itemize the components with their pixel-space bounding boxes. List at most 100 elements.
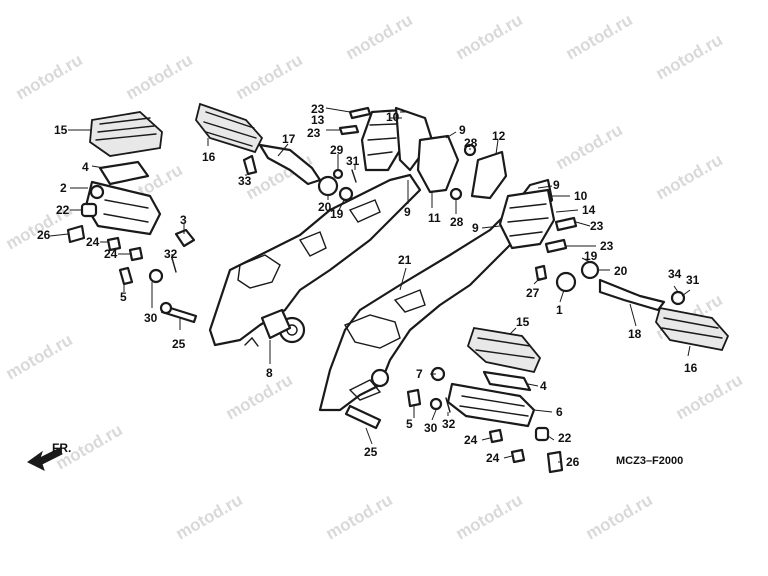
callout-13: 13	[311, 113, 325, 127]
right-pin-27	[534, 264, 548, 282]
watermark: motod.ru	[13, 50, 86, 103]
callout-1: 1	[556, 303, 563, 317]
callout-33: 33	[238, 174, 252, 188]
watermark: motod.ru	[553, 120, 626, 173]
callout-23: 23	[307, 126, 321, 140]
left-pillion-rubber	[195, 102, 264, 154]
right-ball-34	[670, 290, 686, 306]
left-bolt-24a	[106, 236, 122, 252]
callout-4: 4	[540, 379, 547, 393]
left-ball-29	[332, 168, 344, 180]
callout-5: 5	[120, 290, 127, 304]
bolt-23a	[348, 106, 372, 120]
watermark: motod.ru	[673, 370, 746, 423]
callout-24: 24	[86, 235, 100, 249]
front-direction-label: FR.	[52, 441, 71, 455]
watermark: motod.ru	[323, 490, 396, 543]
left-bolt-24b	[128, 246, 144, 262]
right-footpeg-rubber	[466, 326, 542, 374]
left-spring-31	[351, 169, 357, 183]
left-cotter-32	[171, 257, 177, 273]
left-pillion-arm	[258, 143, 322, 186]
watermark: motod.ru	[653, 30, 726, 83]
callout-11: 11	[428, 211, 441, 225]
right-washer-30	[429, 397, 443, 411]
callout-26: 26	[37, 228, 51, 242]
left-spring	[174, 228, 196, 248]
callout-25: 25	[364, 445, 378, 459]
callout-8: 8	[266, 366, 273, 380]
right-washer-19	[580, 260, 600, 280]
callout-4: 4	[82, 160, 89, 174]
callout-24: 24	[464, 433, 478, 447]
callout-31: 31	[686, 273, 700, 287]
callout-30: 30	[424, 421, 438, 435]
callout-9: 9	[459, 123, 466, 137]
left-pin-5	[118, 266, 134, 286]
callout-9: 9	[404, 205, 411, 219]
left-bolt-25-head	[159, 301, 173, 315]
left-collar-20	[317, 175, 339, 197]
right-pillion-arm-18	[598, 278, 666, 312]
callout-16: 16	[202, 150, 216, 164]
callout-30: 30	[144, 311, 158, 325]
callout-23: 23	[590, 219, 604, 233]
callout-15: 15	[54, 123, 68, 137]
right-cotter-32	[445, 397, 451, 413]
watermark: motod.ru	[453, 490, 526, 543]
right-peg-bolt-26	[546, 450, 564, 474]
watermark: motod.ru	[453, 10, 526, 63]
watermark: motod.ru	[653, 150, 726, 203]
watermark: motod.ru	[123, 50, 196, 103]
watermark: motod.ru	[173, 490, 246, 543]
callout-2: 2	[60, 181, 67, 195]
right-footpeg	[446, 382, 536, 428]
callout-9: 9	[553, 178, 560, 192]
right-bolt-25	[344, 404, 382, 430]
bolt-23c	[554, 216, 578, 232]
callout-7: 7	[416, 367, 423, 381]
right-step-bracket	[318, 178, 554, 412]
callout-12: 12	[492, 129, 506, 143]
left-peg-bolt	[66, 224, 86, 244]
callout-20: 20	[614, 264, 628, 278]
callout-25: 25	[172, 337, 186, 351]
callout-labels: 23 10 13 23 17 16 33 29 31 20 19 15 4 2 …	[37, 102, 700, 469]
left-washer-19	[338, 186, 354, 202]
bolt-23b	[338, 124, 360, 136]
watermark: motod.ru	[343, 10, 416, 63]
callout-9: 9	[472, 221, 479, 235]
center-bracket-12	[470, 150, 508, 200]
watermark: motod.ru	[563, 10, 636, 63]
callout-28: 28	[450, 215, 464, 229]
callout-31: 31	[346, 154, 360, 168]
callout-18: 18	[628, 327, 642, 341]
diagram-code: MCZ3–F2000	[616, 455, 683, 467]
watermark: motod.ru	[233, 50, 306, 103]
callout-21: 21	[398, 253, 412, 267]
callout-32: 32	[164, 247, 178, 261]
callout-23: 23	[600, 239, 614, 253]
left-peg-cap	[80, 202, 98, 218]
nut-28b	[449, 187, 463, 201]
right-bolt-24c	[488, 428, 504, 444]
callout-10: 10	[386, 110, 400, 124]
callout-20: 20	[318, 200, 332, 214]
callout-27: 27	[526, 286, 540, 300]
left-plate	[98, 160, 150, 186]
callout-23: 23	[311, 102, 325, 116]
callout-22: 22	[56, 203, 70, 217]
callout-24: 24	[104, 247, 118, 261]
left-step-bracket	[208, 173, 422, 347]
right-plate	[482, 370, 532, 392]
callout-10: 10	[574, 189, 588, 203]
callout-6: 6	[556, 405, 563, 419]
watermark: motod.ru	[583, 490, 656, 543]
right-bolt-24d	[510, 448, 526, 464]
callout-28: 28	[464, 136, 478, 150]
center-bracket-11	[416, 134, 460, 194]
callout-29: 29	[330, 143, 344, 157]
callout-15: 15	[516, 315, 530, 329]
callout-22: 22	[558, 431, 572, 445]
